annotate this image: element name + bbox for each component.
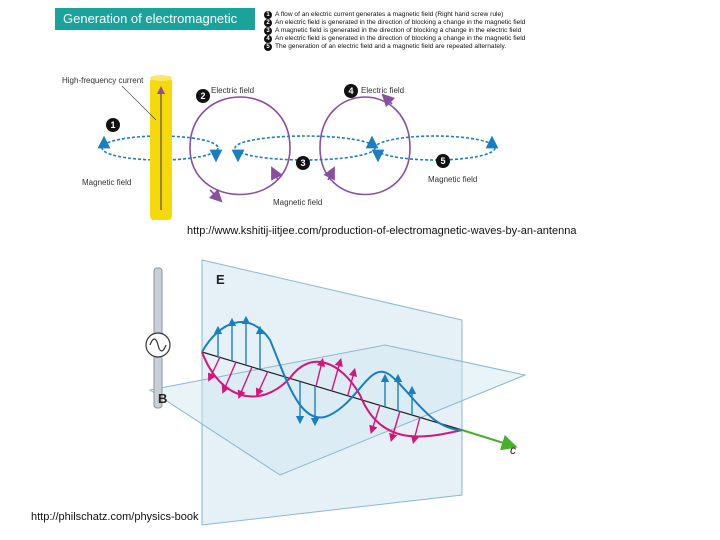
magnetic-field-loop-5	[374, 135, 496, 161]
marker-4: 4	[344, 84, 358, 98]
source-url-2: http://philschatz.com/physics-book	[31, 511, 199, 523]
step-number: 1	[264, 11, 272, 19]
step-number: 2	[264, 19, 272, 27]
magnetic-field-label-5: Magnetic field	[428, 175, 478, 184]
e-plane	[201, 259, 463, 526]
marker-3: 3	[296, 156, 310, 170]
em-wave-diagram	[145, 259, 527, 526]
figure-title: Generation of electromagnetic waves	[55, 8, 255, 48]
step-number: 5	[264, 43, 272, 51]
step-text: A flow of an electric current generates …	[275, 11, 504, 18]
step-text: The generation of an electric field and …	[275, 43, 507, 50]
label-b: B	[158, 391, 168, 406]
step-number: 3	[264, 27, 272, 35]
step-text: An electric field is generated in the di…	[275, 35, 526, 42]
step-text: An electric field is generated in the di…	[275, 19, 526, 26]
step-number: 4	[264, 35, 272, 43]
c-direction-arrow	[461, 429, 518, 451]
source-url-1: http://www.kshitij-iitjee.com/production…	[187, 225, 577, 237]
electric-field-loop-2	[189, 96, 291, 196]
em-generation-diagram	[97, 75, 499, 220]
magnetic-field-label-3: Magnetic field	[273, 198, 323, 207]
electric-field-label-2: Electric field	[211, 86, 255, 95]
marker-2: 2	[196, 89, 210, 103]
marker-1: 1	[106, 118, 120, 132]
electric-field-loop-3	[319, 96, 411, 196]
step-text: A magnetic field is generated in the dir…	[275, 27, 522, 34]
electric-field-label-4: Electric field	[361, 86, 405, 95]
label-c: c	[510, 443, 516, 457]
magnetic-field-label-1: Magnetic field	[82, 178, 132, 187]
marker-5: 5	[436, 154, 450, 168]
label-e: E	[216, 272, 225, 287]
high-frequency-current-label: High-frequency current	[62, 76, 144, 85]
current-leader-line	[121, 85, 157, 121]
